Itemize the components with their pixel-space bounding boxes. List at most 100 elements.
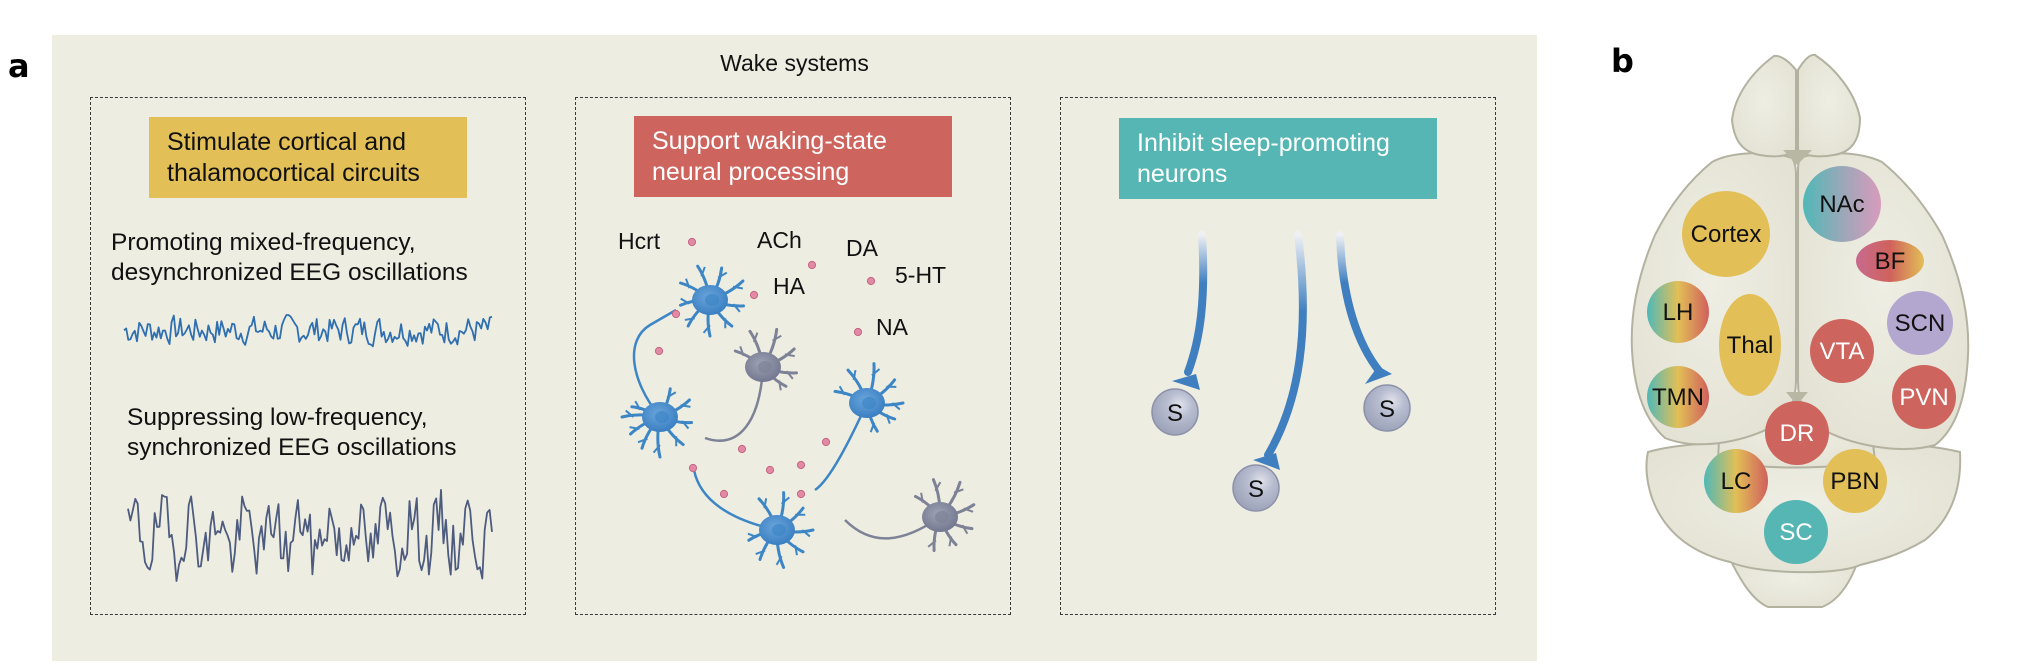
brain-region-sc: SC: [1764, 500, 1828, 564]
panel-label-b: b: [1611, 42, 1634, 80]
panel-a-title: Wake systems: [720, 50, 869, 76]
vesicle: [737, 444, 747, 454]
desc-line: synchronized EEG oscillations: [127, 434, 457, 461]
brain-region-vta: VTA: [1810, 319, 1874, 383]
brain-olfactory-bulb-left: [1730, 54, 1797, 158]
region-marker: [1764, 500, 1828, 564]
label-hcrt: Hcrt: [618, 228, 661, 254]
axon: [632, 308, 677, 418]
neuron-active: [833, 362, 905, 433]
region-marker: [1765, 401, 1829, 465]
axon-terminal: [1253, 453, 1280, 470]
sleep-neuron-label: S: [1248, 476, 1264, 503]
region-marker: [1719, 294, 1781, 396]
desc-line: Suppressing low-frequency,: [127, 404, 428, 431]
label-na: NA: [876, 314, 908, 340]
neuron-active: [620, 387, 694, 459]
box-cortical-stimulation: [90, 97, 526, 615]
heading-line: Stimulate cortical and: [167, 128, 407, 156]
brain-midline-junction: [1786, 392, 1808, 405]
axon-1: [1172, 231, 1208, 390]
region-marker: [1647, 366, 1709, 428]
vesicle: [796, 460, 806, 470]
axon: [704, 366, 765, 442]
neuron-inactive: [733, 327, 798, 391]
sleep-neuron-label: S: [1167, 400, 1183, 427]
heading-support-waking: Support waking-state neural processing: [634, 116, 952, 197]
box-neural-processing: [575, 97, 1011, 615]
axon-terminal: [1365, 366, 1392, 384]
brain-region-thal: Thal: [1719, 294, 1781, 396]
vesicle: [807, 260, 817, 270]
label-ha: HA: [773, 273, 805, 299]
vesicle: [749, 290, 759, 300]
region-marker: [1823, 449, 1887, 513]
axon-3: [1336, 231, 1392, 384]
neuron-active: [747, 491, 815, 569]
vesicle: [654, 346, 664, 356]
neuron-active: [678, 264, 745, 338]
brain-region-dr: DR: [1765, 401, 1829, 465]
vesicle: [765, 465, 775, 475]
heading-line: Support waking-state: [652, 127, 887, 155]
label-da: DA: [846, 235, 878, 261]
region-label: SCN: [1895, 310, 1946, 337]
brain-region-pbn: PBN: [1823, 449, 1887, 513]
vesicle: [821, 437, 831, 447]
box-inhibit-sleep: [1060, 97, 1496, 615]
label-ach: ACh: [757, 227, 802, 253]
heading-line: neural processing: [652, 158, 850, 186]
eeg-trace-desynchronized: [123, 314, 493, 348]
brain-region-scn: SCN: [1887, 291, 1953, 355]
heading-line: thalamocortical circuits: [167, 159, 420, 187]
heading-stimulate-cortical: Stimulate cortical and thalamocortical c…: [149, 117, 467, 198]
region-marker: [1887, 291, 1953, 355]
region-label: DR: [1780, 420, 1815, 447]
desc-line: desynchronized EEG oscillations: [111, 259, 468, 286]
region-marker: [1647, 281, 1709, 343]
region-label: PBN: [1830, 468, 1879, 495]
axon-2: [1253, 231, 1307, 470]
region-marker: [1810, 319, 1874, 383]
heading-line: Inhibit sleep-promoting: [1137, 129, 1390, 157]
desc-synchronized: Suppressing low-frequency, synchronized …: [127, 403, 457, 463]
region-marker: [1682, 191, 1770, 277]
label-5ht: 5-HT: [895, 262, 947, 288]
region-marker: [1856, 240, 1924, 282]
region-marker: [1803, 166, 1881, 242]
vesicle: [796, 489, 806, 499]
heading-line: neurons: [1137, 160, 1228, 188]
vesicle: [688, 463, 698, 473]
brain-region-tmn: TMN: [1647, 366, 1709, 428]
sleep-neuron-2: S: [1232, 464, 1280, 512]
heading-inhibit-sleep: Inhibit sleep-promoting neurons: [1119, 118, 1437, 199]
brain-region-nac: NAc: [1803, 166, 1881, 242]
region-label: VTA: [1820, 338, 1865, 365]
region-label: Cortex: [1691, 221, 1762, 248]
region-label: SC: [1779, 519, 1812, 546]
sleep-neuron-1: S: [1151, 388, 1199, 436]
vesicle: [719, 489, 729, 499]
sleep-neuron-3: S: [1363, 384, 1411, 432]
region-label: Thal: [1727, 332, 1774, 359]
brain-olfactory-bulb-right: [1797, 53, 1862, 158]
neuron-inactive: [913, 478, 976, 552]
region-marker: [1892, 365, 1956, 429]
region-marker: [1704, 449, 1768, 513]
vesicle: [866, 276, 876, 286]
eeg-trace-synchronized: [127, 488, 493, 582]
brain-midline-junction: [1783, 150, 1812, 165]
brain-region-bf: BF: [1856, 240, 1924, 282]
desc-line: Promoting mixed-frequency,: [111, 229, 416, 256]
region-label: PVN: [1899, 384, 1948, 411]
sleep-neuron-label: S: [1379, 396, 1395, 423]
region-label: LH: [1663, 299, 1694, 326]
axon-terminal: [1172, 374, 1200, 390]
panel-label-a: a: [8, 47, 30, 85]
region-label: LC: [1721, 468, 1752, 495]
desc-desynchronized: Promoting mixed-frequency, desynchronize…: [111, 228, 468, 288]
